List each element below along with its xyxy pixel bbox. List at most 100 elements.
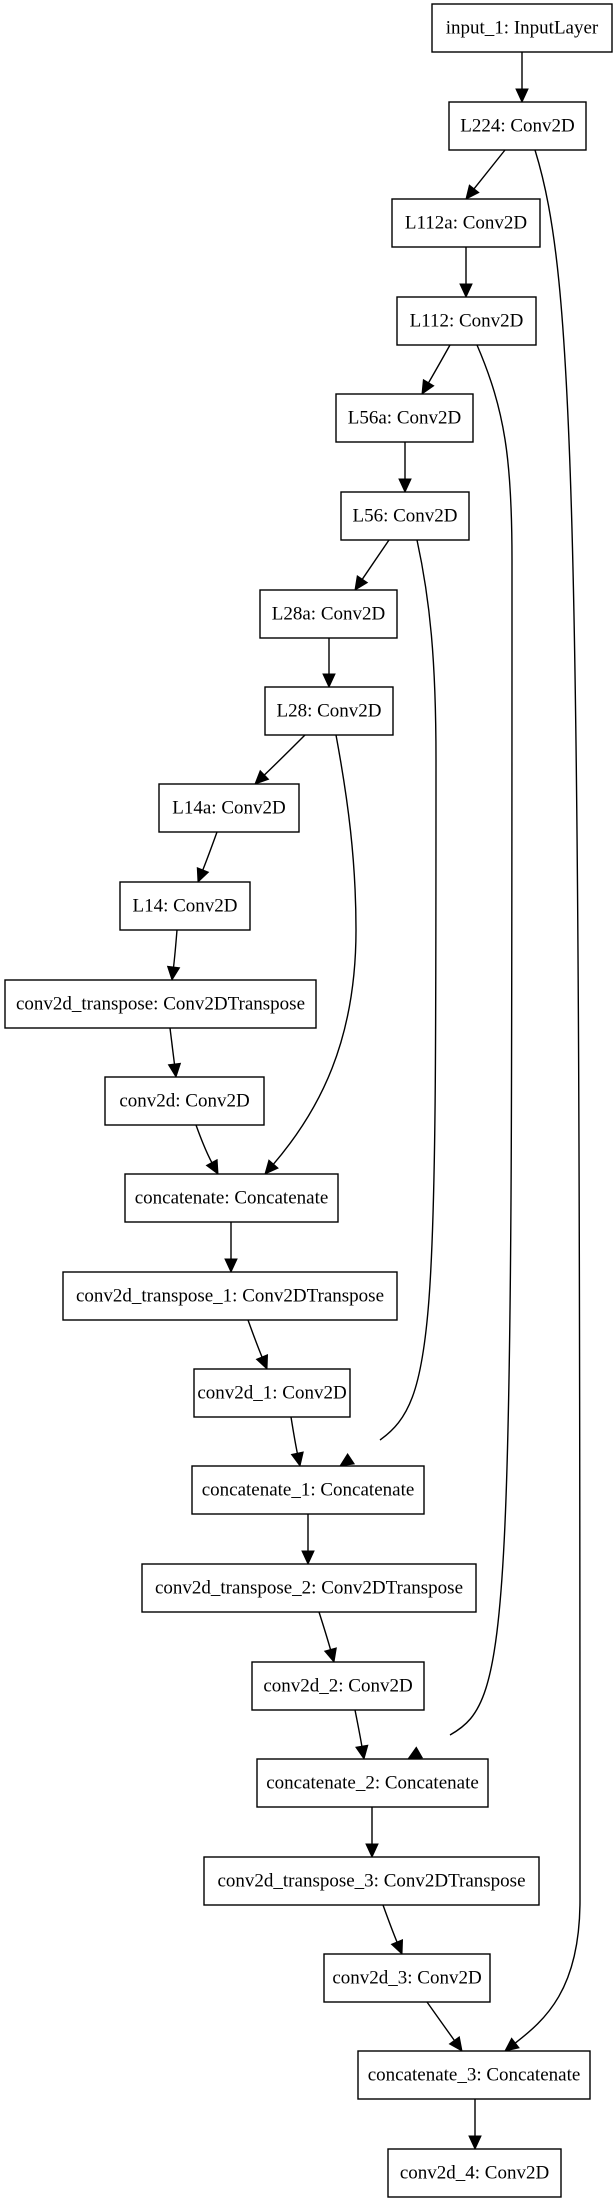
arrowhead-icon: [365, 1843, 379, 1859]
edge-line: [318, 1611, 332, 1651]
arrowhead-icon: [448, 2036, 463, 2052]
arrowhead-icon: [290, 1451, 304, 1468]
node-input-1: input_1: InputLayer: [431, 3, 613, 53]
node-label: concatenate_3: Concatenate: [368, 2065, 581, 2086]
edge-conv2d_2-to-concatenate_2: [354, 1709, 369, 1761]
node-box: [158, 783, 300, 833]
node-box: [191, 1465, 425, 1515]
arrowhead-icon: [421, 378, 435, 396]
arrowhead-icon: [398, 478, 412, 494]
node-label: L56a: Conv2D: [348, 408, 461, 429]
node-label: L28: Conv2D: [276, 701, 381, 722]
node-label: L112: Conv2D: [410, 311, 524, 332]
node-box: [251, 1661, 425, 1711]
edge-line: [427, 344, 451, 384]
node-label: L14: Conv2D: [132, 896, 237, 917]
node-box: [62, 1271, 398, 1321]
node-label: conv2d_transpose_3: Conv2DTranspose: [217, 1871, 525, 1892]
edge-L112-to-concatenate_2: [406, 344, 513, 1760]
edge-L28a-to-L28: [322, 638, 336, 689]
edge-concatenate-to-conv2d_transpose_1: [224, 1222, 238, 1274]
node-conv2d-2: conv2d_2: Conv2D: [251, 1661, 425, 1711]
node-box: [119, 881, 251, 931]
node-box: [264, 686, 394, 736]
edge-L56a-to-L56: [398, 442, 412, 494]
node-box: [335, 393, 474, 443]
edge-L56-to-concatenate_1: [338, 539, 437, 1467]
edge-line: [514, 149, 581, 2045]
edge-concatenate_3-to-conv2d_4: [468, 2099, 482, 2151]
edge-line: [201, 831, 218, 872]
node-conv2d-4: conv2d_4: Conv2D: [387, 2148, 562, 2198]
edge-concatenate_1-to-conv2d_transpose_2: [301, 1514, 315, 1566]
edge-line: [272, 734, 357, 1166]
edge-line: [361, 539, 390, 581]
edge-conv2d_transpose_1-to-conv2d_1: [247, 1319, 269, 1371]
edge-L28-to-L14a: [254, 734, 306, 785]
edge-line: [172, 929, 178, 969]
arrowhead-icon: [355, 1744, 369, 1761]
node-label: conv2d: Conv2D: [119, 1091, 249, 1112]
node-L224: L224: Conv2D: [448, 101, 587, 151]
node-conv2d-transpose-2: conv2d_transpose_2: Conv2DTranspose: [141, 1563, 477, 1613]
node-L14: L14: Conv2D: [119, 881, 251, 931]
arrowhead-icon: [406, 1746, 424, 1760]
node-concatenate-2: concatenate_2: Concatenate: [256, 1758, 489, 1808]
node-label: concatenate_2: Concatenate: [266, 1773, 479, 1794]
node-L56: L56: Conv2D: [340, 491, 470, 541]
node-box: [431, 3, 613, 53]
node-label: L28a: Conv2D: [272, 604, 385, 625]
arrowhead-icon: [254, 769, 270, 785]
node-conv2d-transpose-1: conv2d_transpose_1: Conv2DTranspose: [62, 1271, 398, 1321]
arrowhead-icon: [264, 1159, 279, 1175]
node-label: L14a: Conv2D: [172, 798, 285, 819]
node-box: [256, 1758, 489, 1808]
edge-conv2d_1-to-concatenate_1: [290, 1416, 304, 1468]
edge-line: [169, 1027, 176, 1066]
node-label: conv2d_transpose_1: Conv2DTranspose: [76, 1286, 384, 1307]
arrowhead-icon: [166, 965, 181, 982]
edge-line: [472, 149, 506, 191]
node-label: L56: Conv2D: [352, 506, 457, 527]
node-box: [448, 101, 587, 151]
node-label: concatenate_1: Concatenate: [202, 1480, 415, 1501]
edge-line: [354, 1709, 363, 1748]
edge-conv2d_transpose-to-conv2d: [167, 1027, 182, 1079]
node-box: [4, 979, 317, 1029]
edge-L14-to-conv2d_transpose: [166, 929, 181, 982]
node-concatenate-1: concatenate_1: Concatenate: [191, 1465, 425, 1515]
node-label: conv2d_4: Conv2D: [400, 2163, 549, 2184]
edge-line: [426, 2001, 456, 2042]
node-box: [203, 1856, 540, 1906]
arrowhead-icon: [390, 1938, 404, 1956]
arrowhead-icon: [205, 1158, 219, 1176]
edge-L224-to-concatenate_3: [504, 149, 581, 2052]
node-box: [259, 589, 398, 639]
node-concatenate-3: concatenate_3: Concatenate: [357, 2050, 591, 2100]
edge-L14a-to-L14: [196, 831, 218, 884]
node-box: [323, 1953, 491, 2003]
node-conv2d: conv2d: Conv2D: [104, 1076, 265, 1126]
edge-line: [382, 1904, 399, 1944]
node-label: conv2d_transpose_2: Conv2DTranspose: [155, 1578, 463, 1599]
edge-L56-to-L28a: [354, 539, 390, 591]
node-box: [391, 198, 541, 248]
node-L56a: L56a: Conv2D: [335, 393, 474, 443]
edge-line: [379, 539, 437, 1441]
node-box: [387, 2148, 562, 2198]
arrowhead-icon: [167, 1062, 182, 1079]
node-L112: L112: Conv2D: [396, 296, 537, 346]
arrowhead-icon: [465, 184, 480, 200]
node-conv2d-transpose: conv2d_transpose: Conv2DTranspose: [4, 979, 317, 1029]
node-label: conv2d_transpose: Conv2DTranspose: [16, 994, 305, 1015]
edge-L112a-to-L112: [459, 247, 473, 299]
node-box: [104, 1076, 265, 1126]
arrowhead-icon: [196, 866, 210, 884]
edge-conv2d-to-concatenate: [195, 1124, 219, 1176]
node-conv2d-transpose-3: conv2d_transpose_3: Conv2DTranspose: [203, 1856, 540, 1906]
edge-conv2d_transpose_3-to-conv2d_3: [382, 1904, 404, 1956]
node-box: [193, 1368, 351, 1418]
arrowhead-icon: [354, 575, 369, 591]
node-box: [357, 2050, 591, 2100]
arrowhead-icon: [224, 1258, 238, 1274]
